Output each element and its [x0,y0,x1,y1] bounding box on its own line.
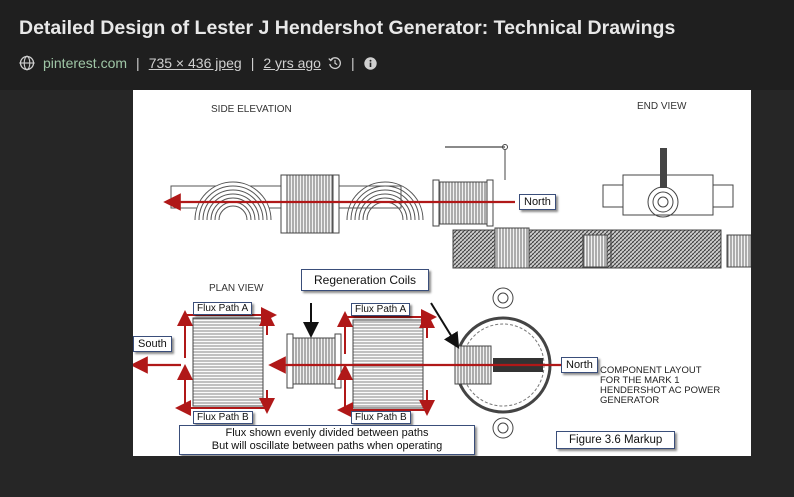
flux-path-b-left: Flux Path B [193,411,253,424]
end-view-drawing [582,148,751,269]
image-age-link[interactable]: 2 yrs ago [263,55,321,71]
north-label-top: North [519,194,556,210]
south-label: South [133,336,172,352]
component-layout-line: COMPONENT LAYOUT [600,365,702,376]
regeneration-coils-label: Regeneration Coils [301,269,430,291]
info-icon[interactable] [363,56,377,70]
figure-caption: Figure 3.6 Markup [556,431,676,449]
image-title: Detailed Design of Lester J Hendershot G… [19,17,676,39]
component-layout-line: FOR THE MARK 1 [600,375,680,386]
history-icon[interactable] [328,56,342,70]
component-layout-line: GENERATOR [600,395,660,406]
globe-icon [19,55,35,71]
plan-view-label: PLAN VIEW [209,283,264,294]
flux-path-a-right: Flux Path A [351,303,411,316]
end-view-label: END VIEW [637,101,687,112]
component-layout-caption: COMPONENT LAYOUT FOR THE MARK 1 HENDERSH… [600,366,720,406]
source-link[interactable]: pinterest.com [43,55,128,71]
image-dimensions-link[interactable]: 735 × 436 jpeg [148,55,242,71]
drawing-artwork [133,144,751,439]
side-elevation-label: SIDE ELEVATION [211,104,292,115]
north-label-bottom: North [561,357,598,373]
image-info-header: Detailed Design of Lester J Hendershot G… [0,0,794,90]
meta-separator: | [350,55,355,71]
flux-path-a-left: Flux Path A [193,302,253,315]
technical-drawing-image[interactable]: SIDE ELEVATION END VIEW PLAN VIEW North … [133,90,751,456]
component-layout-line: HENDERSHOT AC POWER [600,385,721,396]
flux-note-line-1: Flux shown evenly divided between paths [225,427,429,439]
image-meta-row: pinterest.com | 735 × 436 jpeg | 2 yrs a… [19,54,377,72]
flux-note-line-2: But will oscillate between paths when op… [211,440,443,452]
flux-note-box: Flux shown evenly divided between paths … [179,425,475,455]
meta-separator: | [136,55,140,71]
meta-separator: | [250,55,255,71]
flux-path-b-right: Flux Path B [351,411,411,424]
plan-view-drawing [133,287,572,439]
